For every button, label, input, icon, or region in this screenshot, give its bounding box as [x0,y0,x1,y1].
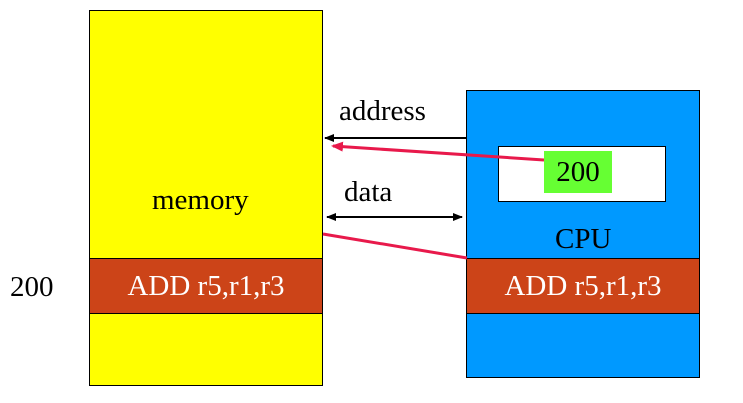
data-bus-label: data [344,176,393,208]
cpu-instruction-cell: ADD r5,r1,r3 [466,258,700,314]
cpu-block [466,90,700,378]
register-value: 200 [544,151,612,193]
memory-label: memory [152,184,249,216]
memory-block [89,10,323,386]
memory-to-cpu-line [322,232,468,260]
address-bus-label: address [339,95,426,127]
memory-address-label: 200 [10,271,54,303]
cpu-label: CPU [555,223,612,255]
memory-instruction-cell: ADD r5,r1,r3 [89,258,323,314]
register-to-memory-arrow [331,141,545,162]
